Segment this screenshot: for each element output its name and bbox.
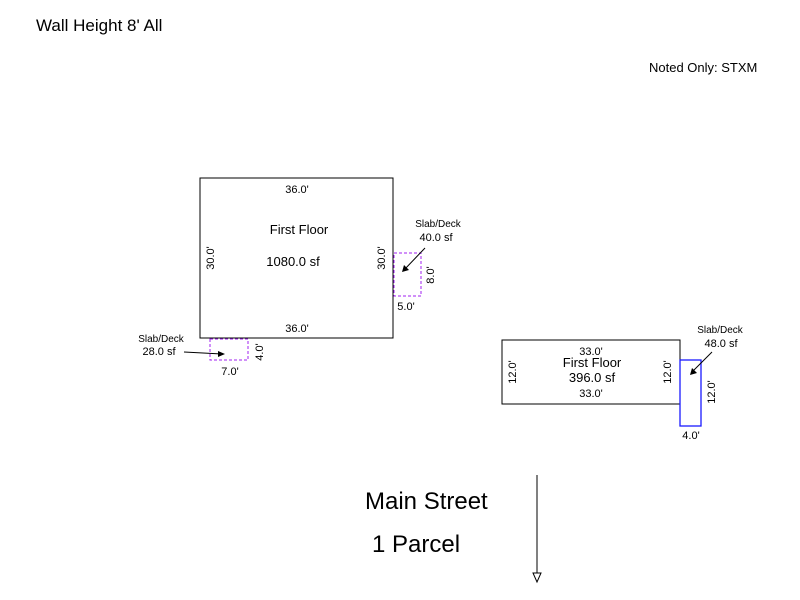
building-b: 33.0' First Floor 396.0 sf 33.0' 12.0' 1…: [501, 339, 681, 405]
deck-a-right-arrowhead: [402, 265, 409, 272]
building-b-area-label: First Floor: [563, 355, 622, 370]
street-name: Main Street: [365, 488, 488, 515]
deck-a-bottom-leader: [183, 351, 223, 355]
direction-arrow-icon: [532, 572, 542, 584]
deck-a-bottom-area: 28.0 sf: [142, 346, 176, 358]
building-a-area-label: First Floor: [270, 222, 329, 237]
building-b-area-value: 396.0 sf: [569, 370, 616, 385]
deck-a-right-leader: [403, 247, 426, 271]
building-b-dim-top: 33.0': [579, 346, 603, 358]
wall-height-note: Wall Height 8' All: [36, 16, 162, 35]
building-a: 36.0' 36.0' 30.0' 30.0' First Floor 1080…: [199, 177, 394, 339]
building-a-dim-bottom: 36.0': [285, 323, 309, 335]
building-a-area-value: 1080.0 sf: [266, 254, 320, 269]
parcel-label: 1 Parcel: [372, 531, 460, 558]
deck-a-bottom: Slab/Deck 28.0 sf 4.0' 7.0': [138, 334, 266, 378]
noted-only-note: Noted Only: STXM: [649, 60, 757, 75]
deck-a-right-dim-bottom: 5.0': [397, 301, 414, 313]
deck-a-right-outline: [393, 252, 422, 297]
deck-b: Slab/Deck 48.0 sf 12.0' 4.0': [679, 325, 744, 442]
building-b-dim-left: 12.0': [507, 360, 519, 384]
deck-b-area: 48.0 sf: [704, 338, 738, 350]
deck-a-right: Slab/Deck 40.0 sf 8.0' 5.0': [393, 219, 462, 313]
building-b-dim-right: 12.0': [662, 360, 674, 384]
deck-a-bottom-outline: [209, 338, 249, 361]
building-a-outline: [199, 177, 394, 339]
deck-a-bottom-label: Slab/Deck: [138, 334, 185, 345]
deck-a-bottom-dim-bottom: 7.0': [221, 366, 238, 378]
deck-a-bottom-dim-side: 4.0': [254, 343, 266, 360]
deck-b-outline: [679, 359, 702, 427]
deck-b-leader: [691, 351, 713, 373]
deck-a-bottom-arrowhead: [218, 351, 225, 357]
building-a-dim-right: 30.0': [376, 246, 388, 270]
deck-a-right-label: Slab/Deck: [415, 219, 462, 230]
building-b-dim-bottom: 33.0': [579, 388, 603, 400]
deck-b-dim-bottom: 4.0': [682, 430, 699, 442]
deck-a-right-area: 40.0 sf: [419, 232, 453, 244]
building-a-dim-top: 36.0': [285, 184, 309, 196]
deck-b-label: Slab/Deck: [697, 325, 744, 336]
deck-b-dim-side: 12.0': [706, 380, 718, 404]
deck-b-arrowhead: [690, 368, 697, 375]
building-a-dim-left: 30.0': [205, 246, 217, 270]
deck-a-right-dim-side: 8.0': [425, 266, 437, 283]
